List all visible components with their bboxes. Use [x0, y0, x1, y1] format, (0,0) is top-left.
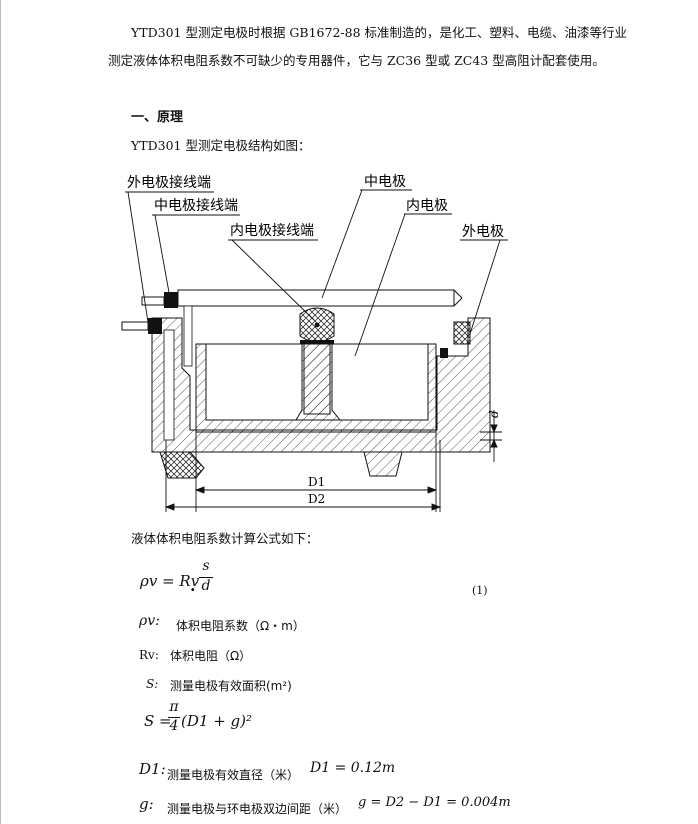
eq1-numerator: s: [202, 558, 210, 574]
eq1-number: (1): [472, 584, 488, 597]
def-rv-text: 体积电阻（Ω）: [170, 649, 252, 663]
eq1-fraction-bar: [199, 577, 213, 578]
diagram-caption: YTD301 型测定电极结构如图：: [131, 138, 311, 153]
label-outer-electrode: 外电极: [462, 224, 504, 240]
label-inner-terminal: 内电极接线端: [230, 222, 314, 239]
middle-electrode-connector: [141, 292, 178, 308]
def-g-text: 测量电极与环电极双边间距（米）: [167, 802, 348, 816]
leader-lines: [125, 189, 508, 357]
middle-electrode: [177, 289, 463, 367]
eq2-rhs: (D1 + g)²: [181, 712, 252, 730]
dimension-lines: [164, 410, 502, 512]
section-heading-principle: 一、原理: [131, 110, 184, 125]
bottom-gasket: [159, 451, 403, 479]
label-D1: D1: [308, 475, 325, 489]
eq1-dot: .: [190, 576, 196, 595]
eq2-numerator: π: [169, 699, 179, 715]
outer-electrode-housing: [151, 317, 491, 453]
def-s-symbol: S:: [146, 677, 159, 691]
inner-electrode: [195, 343, 437, 433]
eq1-lhs: ρv = Rv: [140, 572, 200, 590]
right-seal: [440, 321, 471, 358]
def-s-text: 测量电极有效面积(m²): [170, 679, 292, 693]
outer-electrode-connector: [121, 318, 162, 334]
intro-line-1: YTD301 型测定电极时根据 GB1672-88 标准制造的，是化工、塑料、电…: [131, 25, 628, 40]
def-d1-symbol: D1:: [139, 760, 166, 778]
eq2-denominator: 4: [169, 718, 179, 734]
label-inner-electrode: 内电极: [406, 198, 448, 214]
page-edge: [0, 0, 1, 824]
formula-intro: 液体体积电阻系数计算公式如下：: [131, 531, 319, 546]
eq2-fraction-bar: [168, 717, 180, 718]
eq2-lhs: S =: [144, 712, 172, 730]
label-outer-terminal: 外电极接线端: [127, 174, 211, 191]
def-g-formula: g = D2 − D1 = 0.004m: [358, 795, 511, 810]
def-g-symbol: g:: [139, 795, 154, 813]
label-middle-terminal: 中电极接线端: [154, 197, 238, 214]
label-d: d: [487, 410, 501, 418]
inner-terminal-insulator: [299, 307, 335, 344]
def-rv-symbol: Rv:: [139, 648, 159, 662]
def-d1-text: 测量电极有效直径（米）: [167, 768, 300, 782]
eq1-denominator: d: [201, 578, 211, 594]
def-rho-text: 体积电阻系数（Ω・m）: [176, 619, 305, 633]
label-D2: D2: [308, 492, 325, 506]
def-rho-symbol: ρv:: [139, 613, 160, 629]
def-d1-formula: D1 = 0.12m: [310, 760, 396, 776]
label-middle-electrode: 中电极: [364, 174, 406, 190]
intro-line-2: 测定液体体积电阻系数不可缺少的专用器件，它与 ZC36 型或 ZC43 型高阻计…: [108, 53, 605, 68]
